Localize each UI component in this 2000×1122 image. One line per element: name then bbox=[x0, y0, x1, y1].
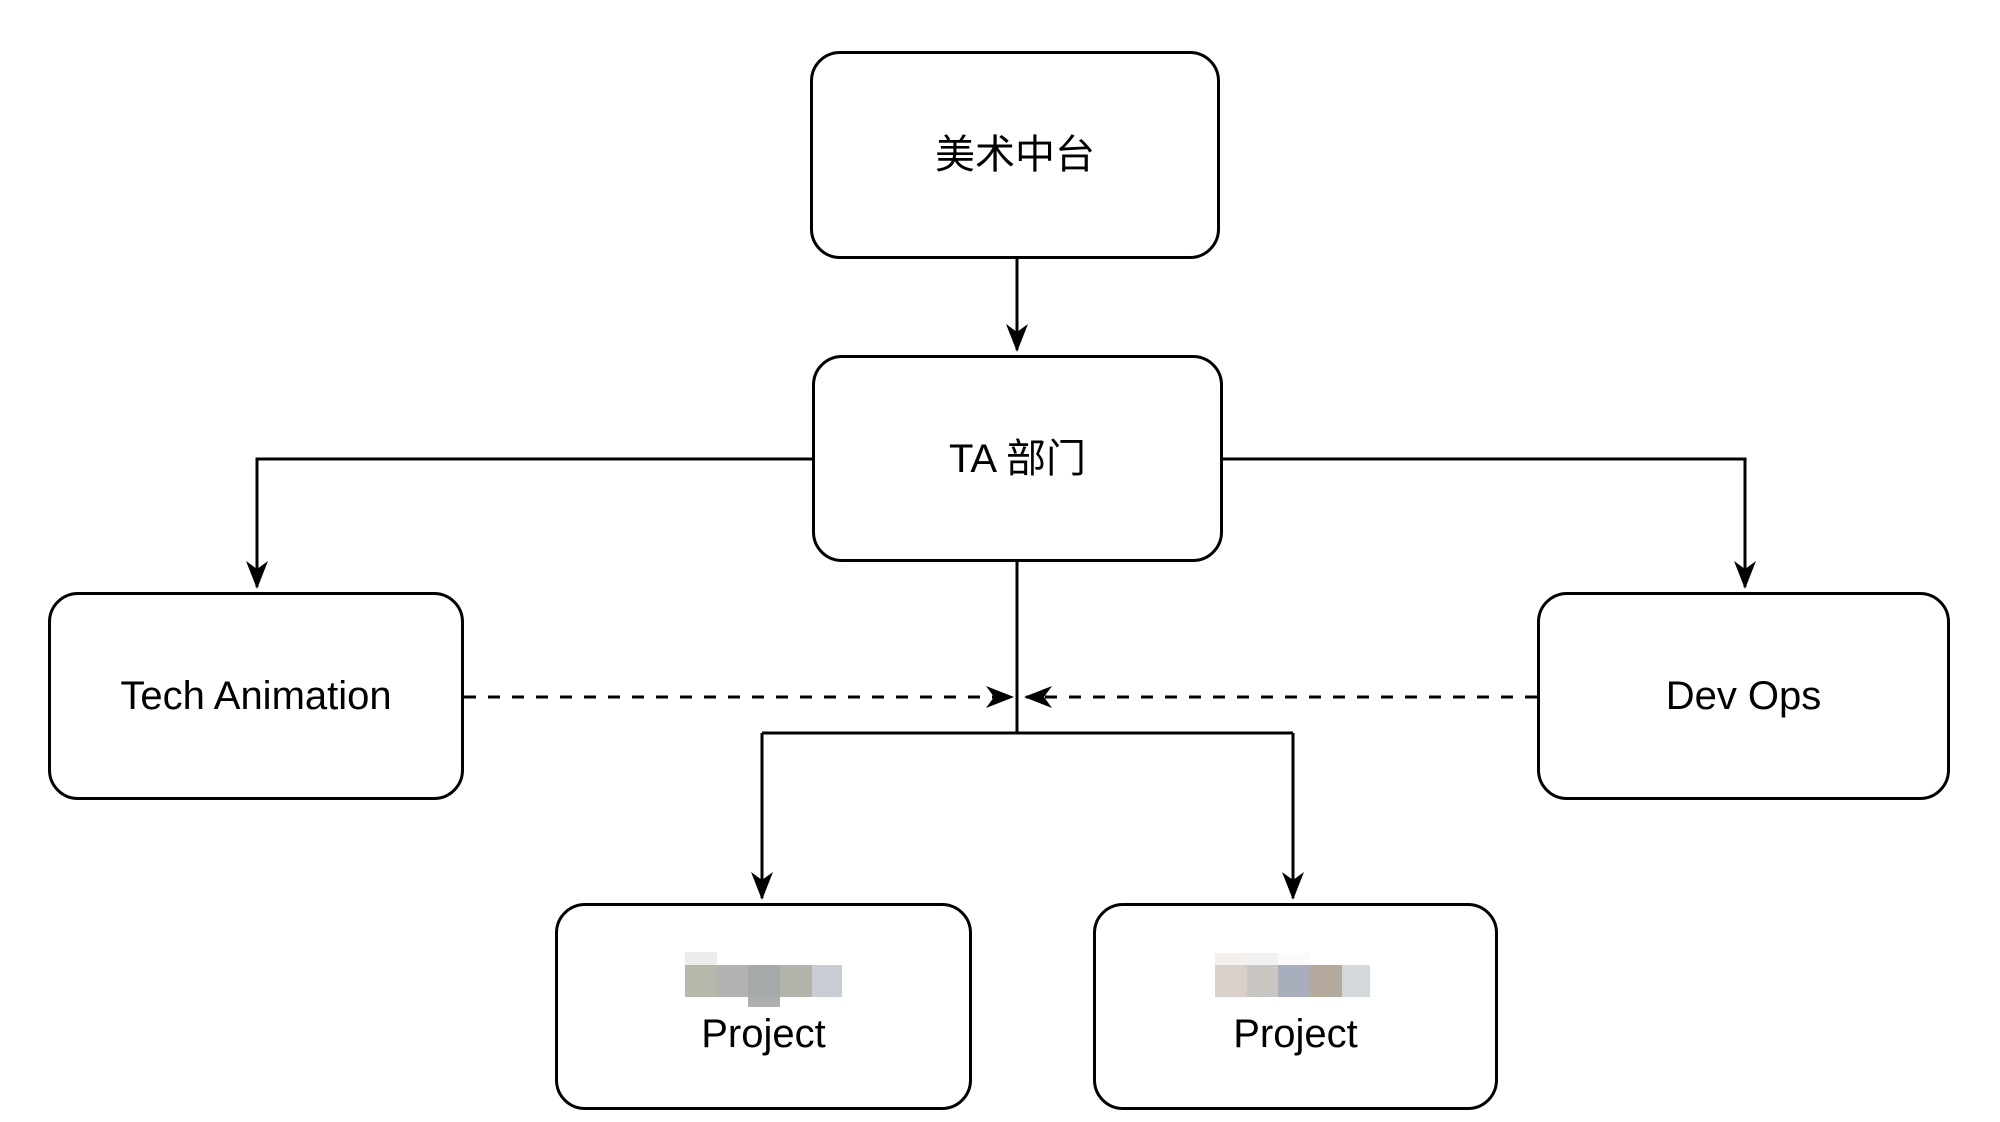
node-project-left: Project bbox=[555, 903, 972, 1110]
edge-ta-to-dev-ops bbox=[1223, 457, 1756, 589]
node-art-center: 美术中台 bbox=[810, 51, 1220, 259]
node-art-center-label: 美术中台 bbox=[935, 133, 1095, 177]
edge-ta-to-tech-animation bbox=[246, 457, 812, 589]
node-project-left-label: Project bbox=[701, 1012, 826, 1056]
redacted-text-mosaic bbox=[1215, 953, 1370, 997]
node-dev-ops: Dev Ops bbox=[1537, 592, 1950, 800]
node-tech-animation-label: Tech Animation bbox=[120, 674, 392, 718]
node-ta-dept: TA 部门 bbox=[812, 355, 1223, 562]
node-tech-animation: Tech Animation bbox=[48, 592, 464, 800]
node-project-right: Project bbox=[1093, 903, 1498, 1110]
node-dev-ops-label: Dev Ops bbox=[1665, 674, 1822, 718]
node-project-right-label: Project bbox=[1233, 1012, 1358, 1056]
redacted-text-mosaic bbox=[685, 952, 842, 1007]
node-ta-dept-label: TA 部门 bbox=[948, 436, 1087, 481]
